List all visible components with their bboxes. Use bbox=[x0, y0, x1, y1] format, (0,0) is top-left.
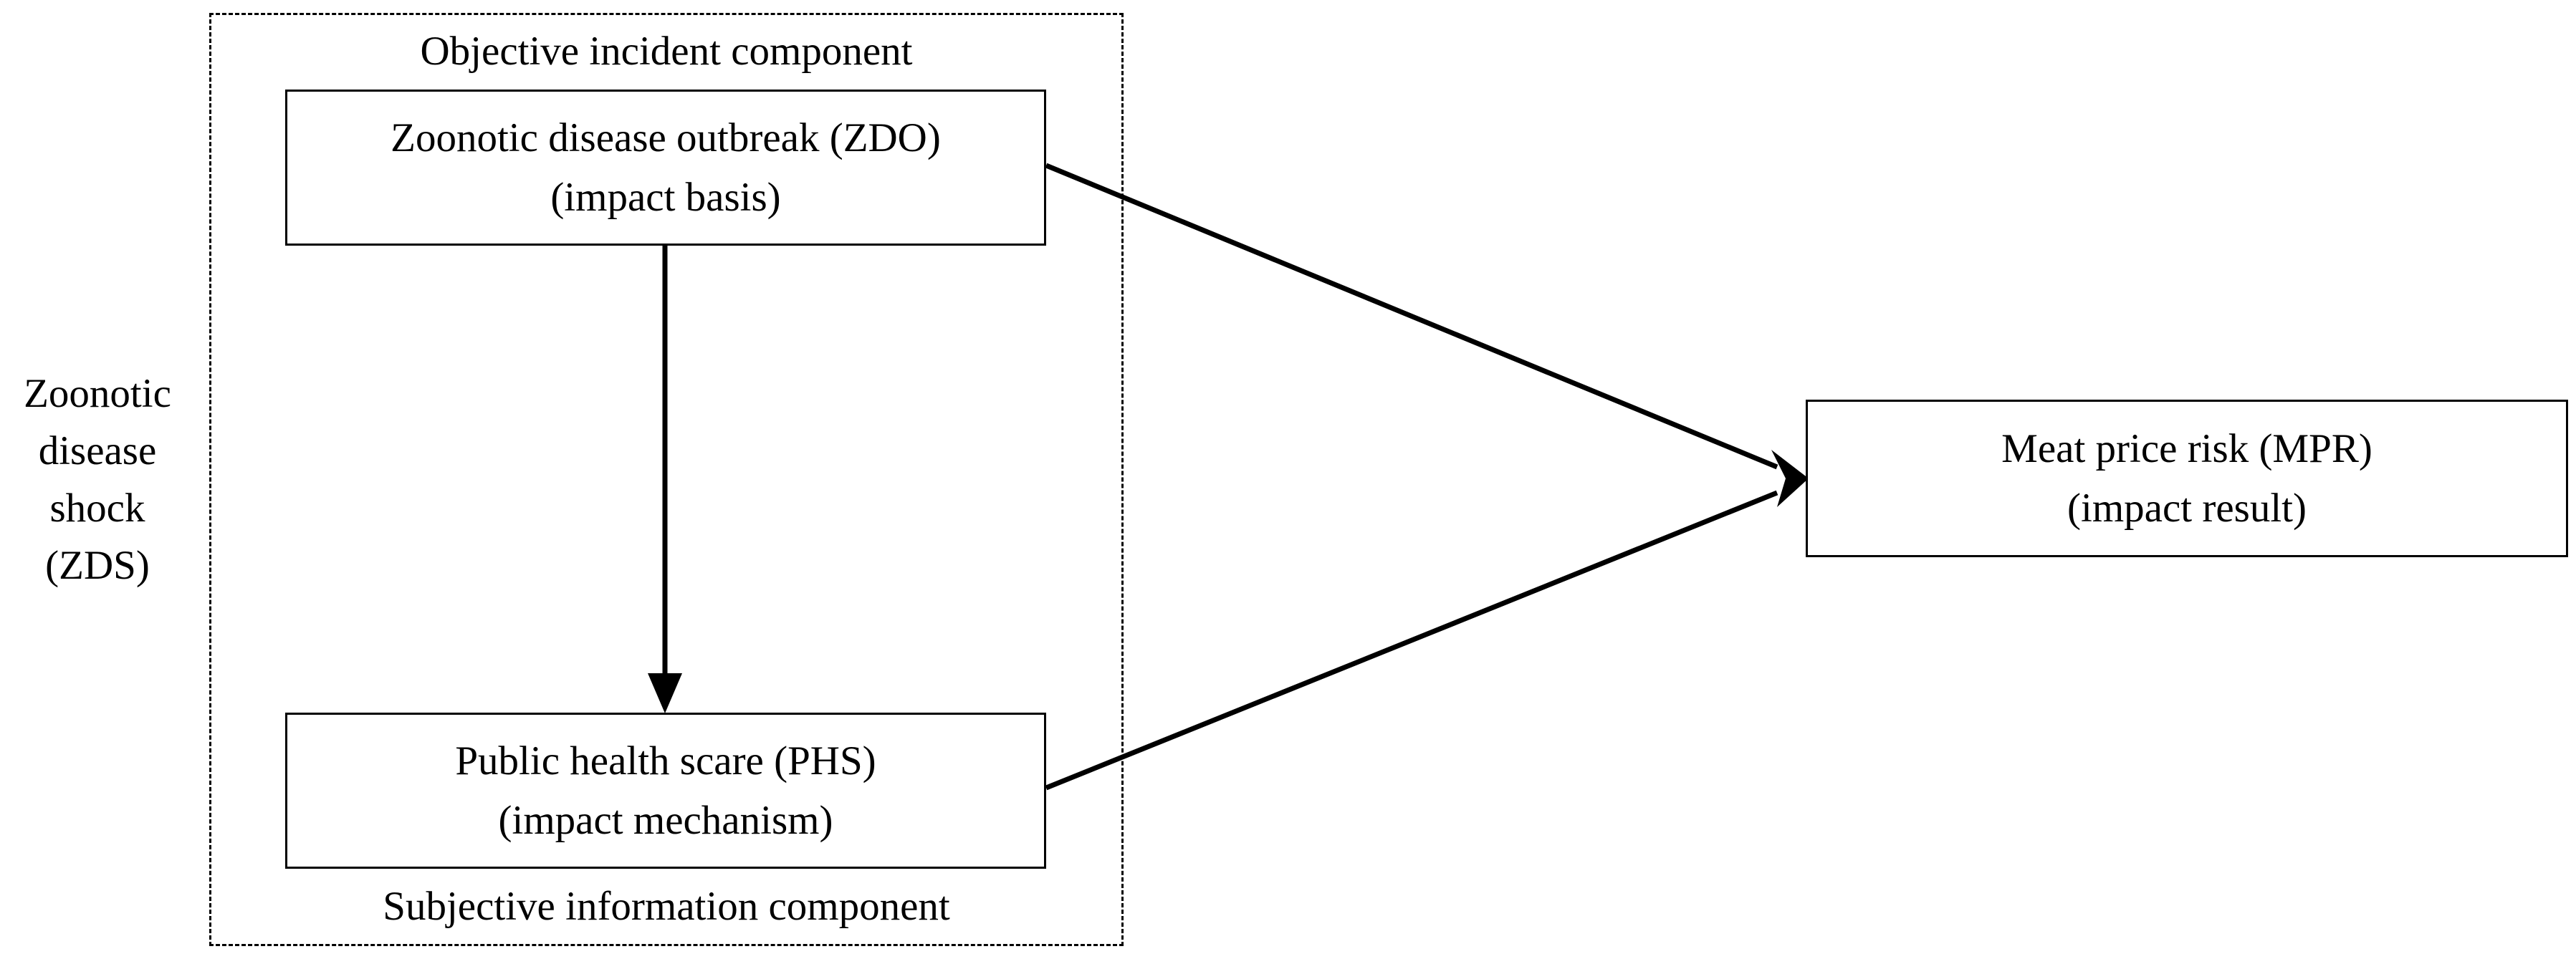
edge-phs-to-mpr bbox=[1045, 490, 1778, 791]
node-phs: Public health scare (PHS) (impact mechan… bbox=[285, 713, 1046, 869]
zds-dashed-group bbox=[209, 13, 1124, 946]
node-mpr: Meat price risk (MPR) (impact result) bbox=[1806, 400, 2568, 557]
node-mpr-title: Meat price risk (MPR) bbox=[2001, 426, 2372, 471]
group-bottom-label: Subjective information component bbox=[383, 884, 950, 929]
zds-side-label: Zoonotic disease shock (ZDS) bbox=[0, 365, 195, 594]
side-label-line-2: disease bbox=[38, 428, 157, 473]
side-label-line-4: (ZDS) bbox=[45, 543, 150, 588]
side-label-line-3: shock bbox=[49, 486, 145, 531]
node-phs-title: Public health scare (PHS) bbox=[455, 738, 876, 784]
node-mpr-subtitle: (impact result) bbox=[2067, 486, 2307, 531]
node-zdo: Zoonotic disease outbreak (ZDO) (impact … bbox=[285, 90, 1046, 246]
side-label-line-1: Zoonotic bbox=[24, 371, 171, 416]
node-zdo-subtitle: (impact basis) bbox=[550, 175, 781, 220]
node-phs-subtitle: (impact mechanism) bbox=[498, 798, 833, 843]
node-zdo-title: Zoonotic disease outbreak (ZDO) bbox=[391, 115, 941, 160]
arrowhead-phs bbox=[648, 673, 682, 713]
arrowhead-mpr bbox=[1771, 450, 1809, 507]
group-top-label: Objective incident component bbox=[420, 29, 913, 74]
edge-zdo-to-mpr bbox=[1045, 163, 1778, 470]
